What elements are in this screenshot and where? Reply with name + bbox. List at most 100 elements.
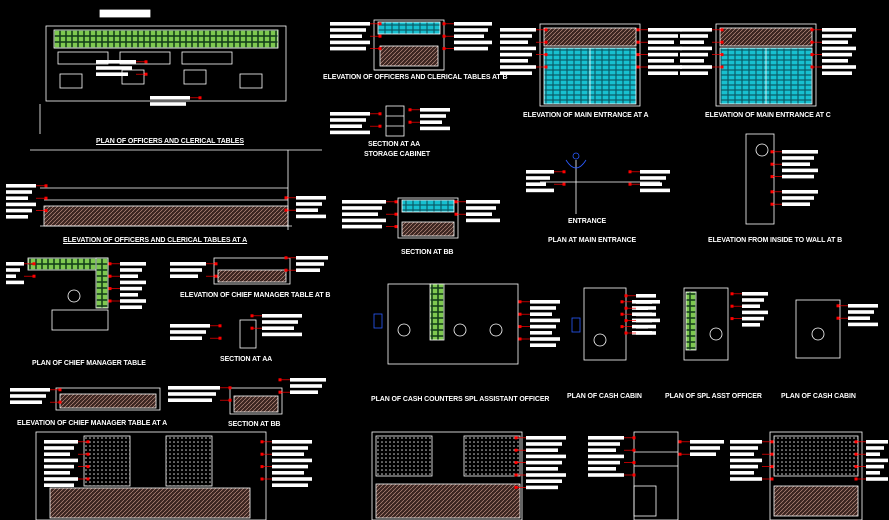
elev-main-c-drawing	[715, 23, 817, 107]
annotation-marker	[108, 287, 112, 291]
annotation-text-block	[636, 312, 656, 317]
annotation-text-block	[866, 464, 884, 469]
plan-spl-asst-drawing	[683, 287, 729, 361]
bottom-elevation-2	[371, 431, 523, 520]
annotation-text-block	[866, 477, 888, 481]
annotation-marker	[562, 170, 566, 174]
annotation-text-block	[330, 28, 366, 32]
annotation-marker	[854, 477, 858, 481]
annotation-text-block	[120, 280, 146, 285]
annotation-text-block	[466, 200, 500, 204]
annotation-marker	[214, 274, 218, 278]
annotation-text-block	[782, 202, 810, 206]
annotation-text-block	[848, 316, 870, 320]
annotation-marker	[854, 465, 858, 469]
annotation-marker	[854, 440, 858, 444]
annotation-text-block	[742, 310, 768, 315]
annotation-marker	[394, 200, 398, 204]
annotation-marker	[544, 40, 548, 44]
section-aa-chief-drawing	[239, 319, 257, 349]
annotation-text-block	[454, 22, 492, 26]
annotation-text-block	[330, 40, 370, 45]
section-bb-drawing	[397, 197, 459, 239]
annotation-text-block	[636, 331, 656, 335]
elev-chief-a-drawing	[55, 387, 161, 411]
annotation-marker	[260, 440, 264, 444]
annotation-text-block	[730, 452, 754, 456]
annotation-text-block	[822, 59, 848, 63]
annotation-marker	[442, 22, 446, 26]
annotation-text-block	[296, 256, 328, 260]
annotation-text-block	[262, 314, 302, 318]
annotation-text-block	[272, 477, 312, 481]
annotation-marker	[442, 47, 446, 51]
annotation-marker	[86, 465, 90, 469]
annotation-marker	[260, 452, 264, 456]
annotation-marker	[544, 53, 548, 57]
annotation-text-block	[588, 473, 624, 477]
plan-officers-drawing	[30, 9, 322, 151]
caption-plan-spl-asst: PLAN OF SPL ASST OFFICER	[665, 393, 762, 400]
plan-main-entrance-drawing	[540, 152, 660, 214]
annotation-text-block	[6, 190, 32, 194]
caption-storage-cabinet: STORAGE CABINET	[364, 151, 431, 158]
annotation-text-block	[96, 60, 136, 64]
annotation-marker	[108, 299, 112, 303]
annotation-text-block	[742, 292, 768, 296]
annotation-marker	[628, 170, 632, 174]
annotation-text-block	[500, 65, 536, 69]
annotation-marker	[730, 304, 734, 308]
annotation-marker	[284, 196, 288, 200]
caption-elev-inside-wall: ELEVATION FROM INSIDE TO WALL AT B	[708, 237, 843, 244]
annotation-text-block	[742, 298, 764, 302]
annotation-text-block	[10, 400, 42, 404]
annotation-marker	[770, 162, 774, 166]
annotation-text-block	[640, 170, 670, 174]
annotation-text-block	[6, 280, 24, 285]
annotation-marker	[250, 326, 254, 330]
annotation-text-block	[10, 388, 50, 392]
annotation-text-block	[500, 28, 536, 32]
annotation-text-block	[648, 52, 678, 57]
annotation-text-block	[262, 326, 294, 330]
annotation-marker	[198, 96, 202, 100]
annotation-marker	[44, 209, 48, 213]
annotation-text-block	[290, 378, 326, 382]
annotation-text-block	[730, 471, 754, 475]
annotation-text-block	[6, 208, 32, 213]
annotation-marker	[514, 448, 518, 452]
annotation-marker	[32, 262, 36, 266]
annotation-marker	[378, 22, 382, 26]
annotation-marker	[514, 473, 518, 477]
annotation-marker	[394, 225, 398, 229]
annotation-text-block	[120, 305, 142, 309]
annotation-text-block	[420, 126, 450, 131]
annotation-marker	[624, 294, 628, 298]
annotation-text-block	[170, 330, 206, 334]
annotation-marker	[408, 108, 412, 112]
annotation-text-block	[120, 268, 142, 272]
annotation-text-block	[454, 46, 488, 51]
annotation-text-block	[866, 446, 884, 450]
annotation-text-block	[296, 268, 320, 272]
annotation-text-block	[648, 34, 678, 38]
annotation-marker	[514, 485, 518, 489]
annotation-text-block	[272, 440, 312, 444]
annotation-text-block	[526, 436, 566, 440]
elev-inside-wall-drawing	[745, 133, 775, 225]
annotation-marker	[730, 292, 734, 296]
annotation-text-block	[822, 40, 848, 44]
annotation-text-block	[690, 452, 716, 456]
annotation-text-block	[500, 52, 532, 57]
annotation-text-block	[96, 72, 128, 76]
annotation-text-block	[526, 170, 554, 174]
plan-cash-counters-drawing	[373, 283, 519, 365]
annotation-marker	[562, 182, 566, 186]
annotation-marker	[632, 461, 636, 465]
annotation-marker	[636, 53, 640, 57]
annotation-marker	[836, 304, 840, 308]
caption-entrance: ENTRANCE	[568, 218, 607, 225]
caption-plan-cash-cabin-1: PLAN OF CASH CABIN	[567, 393, 642, 400]
annotation-text-block	[262, 332, 302, 337]
annotation-marker	[544, 28, 548, 32]
